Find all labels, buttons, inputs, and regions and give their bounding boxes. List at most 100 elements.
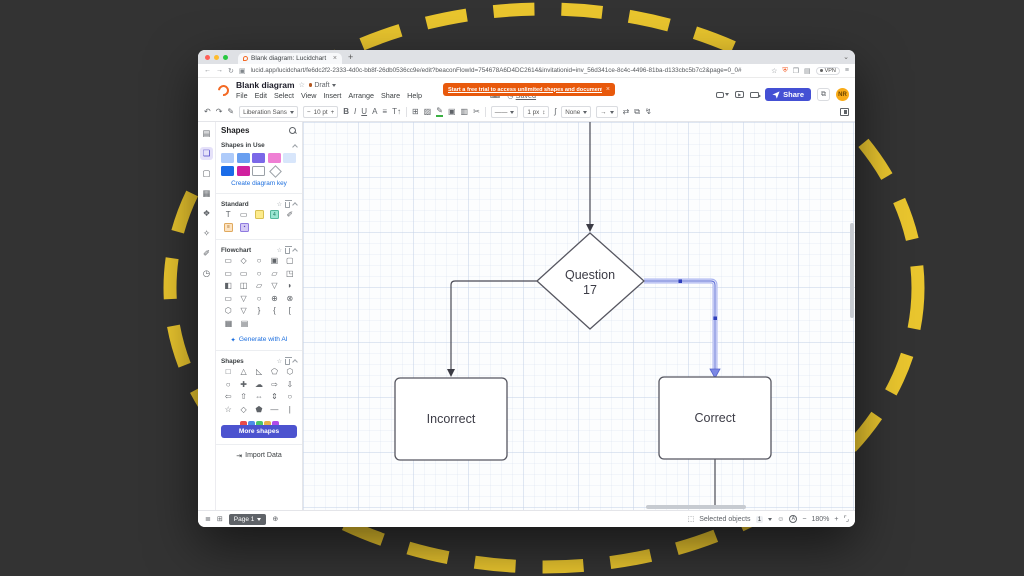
stroke-width-stepper[interactable]: 1 px↕: [523, 106, 550, 118]
menu-file[interactable]: File: [236, 91, 248, 100]
document-outline-icon[interactable]: ≣: [205, 516, 211, 523]
reading-mode-icon[interactable]: ▤: [803, 67, 811, 75]
brace-r-shape[interactable]: }: [257, 306, 261, 315]
pin-star-icon[interactable]: ☆: [276, 201, 282, 208]
redo-icon[interactable]: ↷: [215, 107, 223, 116]
zoom-level[interactable]: 180%: [811, 515, 830, 523]
bold-button[interactable]: B: [343, 107, 350, 116]
line-style-select[interactable]: ——: [490, 106, 519, 118]
italic-button[interactable]: I: [354, 107, 357, 116]
edge-handle[interactable]: [713, 316, 718, 321]
line-curve-icon[interactable]: ʃ: [554, 107, 557, 116]
right-triangle-shape[interactable]: ◺: [255, 367, 263, 376]
import-data-button[interactable]: ⇥Import Data: [236, 452, 282, 460]
color-swatch[interactable]: [236, 153, 250, 163]
browser-menu-icon[interactable]: ≡: [844, 67, 849, 74]
horizontal-scrollbar[interactable]: [646, 505, 746, 509]
diagram-canvas[interactable]: Question 17 Incorrect Correct: [303, 122, 855, 510]
menu-view[interactable]: View: [300, 91, 317, 100]
h-line-shape[interactable]: —: [270, 404, 279, 414]
vertical-scrollbar[interactable]: [850, 223, 854, 318]
menu-edit[interactable]: Edit: [254, 91, 267, 100]
text-align-icon[interactable]: ≡: [382, 107, 388, 116]
tab-close-icon[interactable]: ×: [332, 55, 337, 62]
table-shape[interactable]: ▦: [224, 318, 233, 328]
favorite-star-icon[interactable]: ☆: [298, 82, 305, 89]
templates-icon[interactable]: ▤: [202, 128, 211, 138]
browser-tab[interactable]: Blank diagram: Lucidchart ×: [238, 53, 342, 64]
format-painter-icon[interactable]: ✎: [227, 107, 235, 116]
menu-select[interactable]: Select: [273, 91, 294, 100]
collapse-chevron-icon[interactable]: [292, 202, 298, 208]
color-swatch[interactable]: [221, 153, 234, 163]
cut-icon[interactable]: ✂: [473, 107, 480, 116]
brace-pair-shape[interactable]: {: [273, 306, 276, 315]
trial-banner[interactable]: Start a free trial to access unlimited s…: [443, 83, 615, 96]
decision-shape[interactable]: ◇: [240, 256, 247, 265]
prep-shape[interactable]: ⬡: [224, 306, 232, 315]
star-shape[interactable]: ☆: [224, 404, 232, 414]
copy-link-icon[interactable]: ⧉: [817, 88, 830, 101]
window-controls[interactable]: [205, 54, 228, 60]
selection-icon[interactable]: ⬚: [687, 516, 695, 523]
actions-lightning-icon[interactable]: ↯: [644, 107, 652, 116]
add-page-icon[interactable]: ⊕: [272, 516, 279, 523]
hexagon-shape[interactable]: ⬡: [286, 367, 294, 376]
forward-icon[interactable]: →: [216, 67, 223, 74]
line-color-icon[interactable]: ✎: [436, 106, 443, 117]
connector-shape[interactable]: ○: [256, 293, 262, 303]
node-incorrect[interactable]: Incorrect: [394, 377, 508, 461]
color-swatch[interactable]: [221, 165, 234, 176]
trash-icon[interactable]: [284, 356, 292, 365]
collapse-chevron-icon[interactable]: [292, 248, 298, 254]
stored-data-shape[interactable]: ◧: [224, 281, 232, 290]
arrow-up-shape[interactable]: ⇧: [240, 392, 247, 401]
user-avatar[interactable]: NR: [836, 88, 849, 101]
data2-shape[interactable]: ▭: [239, 268, 248, 278]
history-icon[interactable]: ◷: [202, 268, 211, 278]
collapse-chevron-icon[interactable]: [292, 359, 298, 365]
underline-button[interactable]: U: [361, 107, 368, 116]
annotate-icon[interactable]: ✐: [202, 248, 211, 258]
octagon-shape[interactable]: ○: [225, 379, 231, 389]
generate-with-ai-link[interactable]: ✦Generate with AI: [230, 336, 288, 344]
back-icon[interactable]: ←: [204, 67, 211, 74]
frames-icon[interactable]: ▢: [202, 168, 211, 178]
color-swatch[interactable]: [252, 153, 265, 163]
color-swatch[interactable]: [267, 153, 281, 163]
v-line-shape[interactable]: |: [288, 404, 291, 414]
text-shape[interactable]: T: [225, 210, 231, 219]
arrow-lr-shape[interactable]: ⇔: [255, 392, 264, 401]
fill-color-icon[interactable]: ▨: [423, 107, 432, 116]
arrow-right-shape[interactable]: ⇨: [271, 379, 278, 389]
shape-options-icon[interactable]: ⊞: [411, 107, 419, 116]
card-shape[interactable]: ◳: [286, 268, 294, 278]
fullscreen-icon[interactable]: ⌜⌟: [843, 516, 848, 523]
square-shape[interactable]: □: [225, 367, 231, 376]
sidebar-icon[interactable]: ❐: [792, 67, 799, 75]
menu-help[interactable]: Help: [407, 91, 422, 100]
rect-shape[interactable]: ▭: [239, 210, 248, 219]
grid-shape[interactable]: ▤: [240, 318, 249, 328]
trapezoid-shape[interactable]: ▽: [271, 281, 278, 290]
accessibility-icon[interactable]: A: [789, 515, 798, 523]
hyperlink-icon[interactable]: ⧉: [634, 107, 640, 116]
new-tab-button[interactable]: +: [348, 52, 354, 62]
pentagon-shape[interactable]: ⬠: [270, 367, 278, 376]
outline-rect-swatch[interactable]: [252, 165, 265, 176]
document-title[interactable]: Blank diagram: [236, 80, 295, 90]
comments-button[interactable]: [716, 91, 730, 98]
document-shape[interactable]: ▢: [286, 256, 294, 265]
pages-grid-icon[interactable]: ⊞: [216, 516, 223, 523]
node-correct[interactable]: Correct: [658, 376, 772, 460]
line-start-select[interactable]: None: [561, 106, 592, 118]
alt-process-shape[interactable]: ▭: [224, 268, 232, 278]
node-question-17[interactable]: Question 17: [536, 232, 645, 330]
close-window-button[interactable]: [205, 54, 210, 60]
magic-wand-icon[interactable]: ✧: [202, 228, 211, 238]
rect-small-shape[interactable]: ▭: [224, 293, 232, 303]
bookmark-icon[interactable]: ☆: [771, 67, 778, 75]
draft-status[interactable]: Draft: [308, 82, 336, 89]
ellipse-shape[interactable]: ○: [256, 268, 262, 278]
images-icon[interactable]: ▦: [202, 188, 211, 198]
